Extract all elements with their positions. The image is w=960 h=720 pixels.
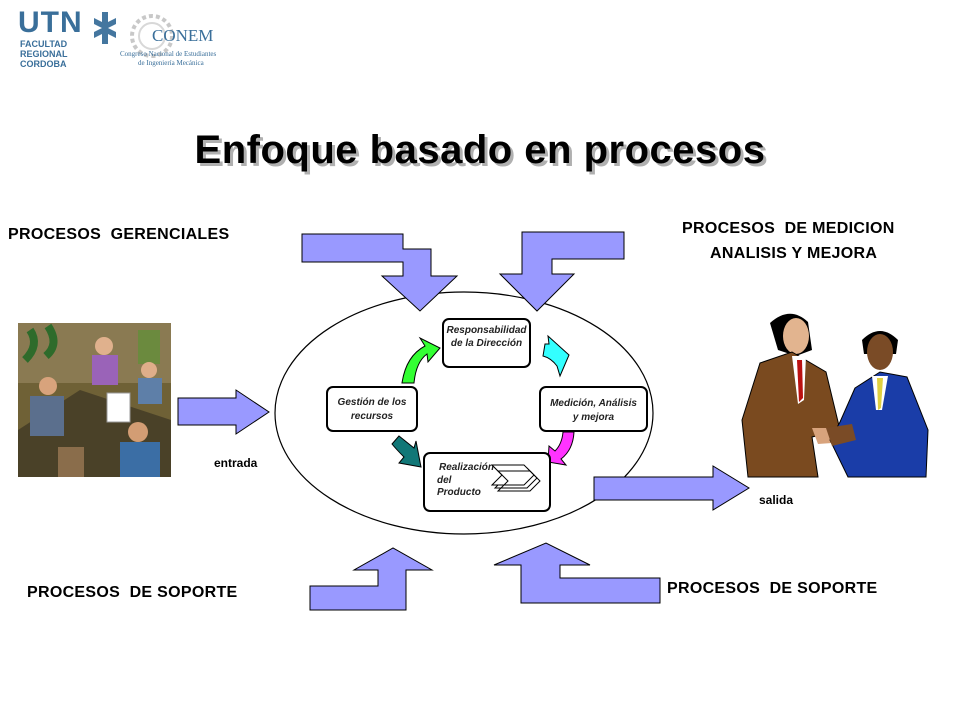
box-medicion-line2: y mejora bbox=[572, 412, 615, 423]
box-gestion-line2: recursos bbox=[350, 411, 394, 422]
meeting-illustration bbox=[18, 323, 171, 477]
arrow-gerenciales bbox=[301, 233, 459, 312]
box-gestion-line1: Gestión de los bbox=[337, 397, 407, 408]
box-medicion-line1: Medición, Análisis bbox=[550, 398, 637, 409]
gear-icon bbox=[130, 14, 174, 58]
utn-line2: REGIONAL bbox=[20, 49, 68, 59]
box-realizacion-line3: Producto bbox=[437, 487, 481, 498]
utn-mark: UTN bbox=[18, 6, 83, 39]
utn-mark-icon bbox=[94, 12, 116, 44]
box-gestion-recursos: Gestión de los recursos bbox=[326, 386, 418, 432]
arrow-entrada bbox=[177, 389, 270, 435]
arrow-soporte-left bbox=[309, 547, 434, 611]
box-realizacion-line2: del bbox=[437, 475, 452, 486]
stacked-sheets-icon bbox=[491, 464, 541, 492]
cycle-arrow-cyan bbox=[542, 334, 570, 378]
arrow-salida bbox=[593, 465, 750, 511]
cycle-arrow-magenta bbox=[547, 431, 575, 466]
handshake-illustration bbox=[741, 313, 929, 478]
box-realizacion-line1: Realización bbox=[439, 462, 495, 473]
utn-line3: CORDOBA bbox=[20, 59, 67, 69]
utn-line1: FACULTAD bbox=[20, 39, 68, 49]
conem-mark: CONEM bbox=[152, 26, 214, 45]
box-responsabilidad: Responsabilidad de la Dirección bbox=[442, 318, 531, 368]
cycle-arrow-green bbox=[401, 336, 441, 384]
label-procesos-medicion-2: ANALISIS Y MEJORA bbox=[710, 245, 878, 262]
box-medicion-analisis: Medición, Análisis y mejora bbox=[539, 386, 648, 432]
box-responsabilidad-line2: de la Dirección bbox=[450, 338, 523, 349]
cycle-arrow-teal bbox=[391, 435, 422, 468]
arrow-medicion bbox=[498, 231, 625, 312]
label-procesos-gerenciales: PROCESOS GERENCIALES bbox=[8, 226, 230, 243]
conem-line2: de Ingeniería Mecánica bbox=[138, 59, 204, 67]
conem-logo: CONEM Congreso Nacional de Estudiantes d… bbox=[118, 12, 238, 70]
process-ellipse bbox=[274, 291, 654, 535]
box-realizacion-producto: Realización del Producto bbox=[423, 452, 551, 512]
label-procesos-medicion-1: PROCESOS DE MEDICION bbox=[682, 220, 895, 237]
arrow-soporte-right bbox=[493, 542, 661, 604]
label-salida: salida bbox=[759, 493, 794, 507]
label-procesos-soporte-right: PROCESOS DE SOPORTE bbox=[667, 580, 878, 597]
utn-logo: UTN FACULTAD REGIONAL CORDOBA bbox=[16, 6, 116, 70]
label-entrada: entrada bbox=[214, 456, 258, 470]
box-responsabilidad-line1: Responsabilidad bbox=[446, 325, 527, 336]
label-procesos-soporte-left: PROCESOS DE SOPORTE bbox=[27, 584, 238, 601]
page-title: Enfoque basado en procesos bbox=[194, 128, 766, 172]
conem-line1: Congreso Nacional de Estudiantes bbox=[120, 50, 217, 58]
